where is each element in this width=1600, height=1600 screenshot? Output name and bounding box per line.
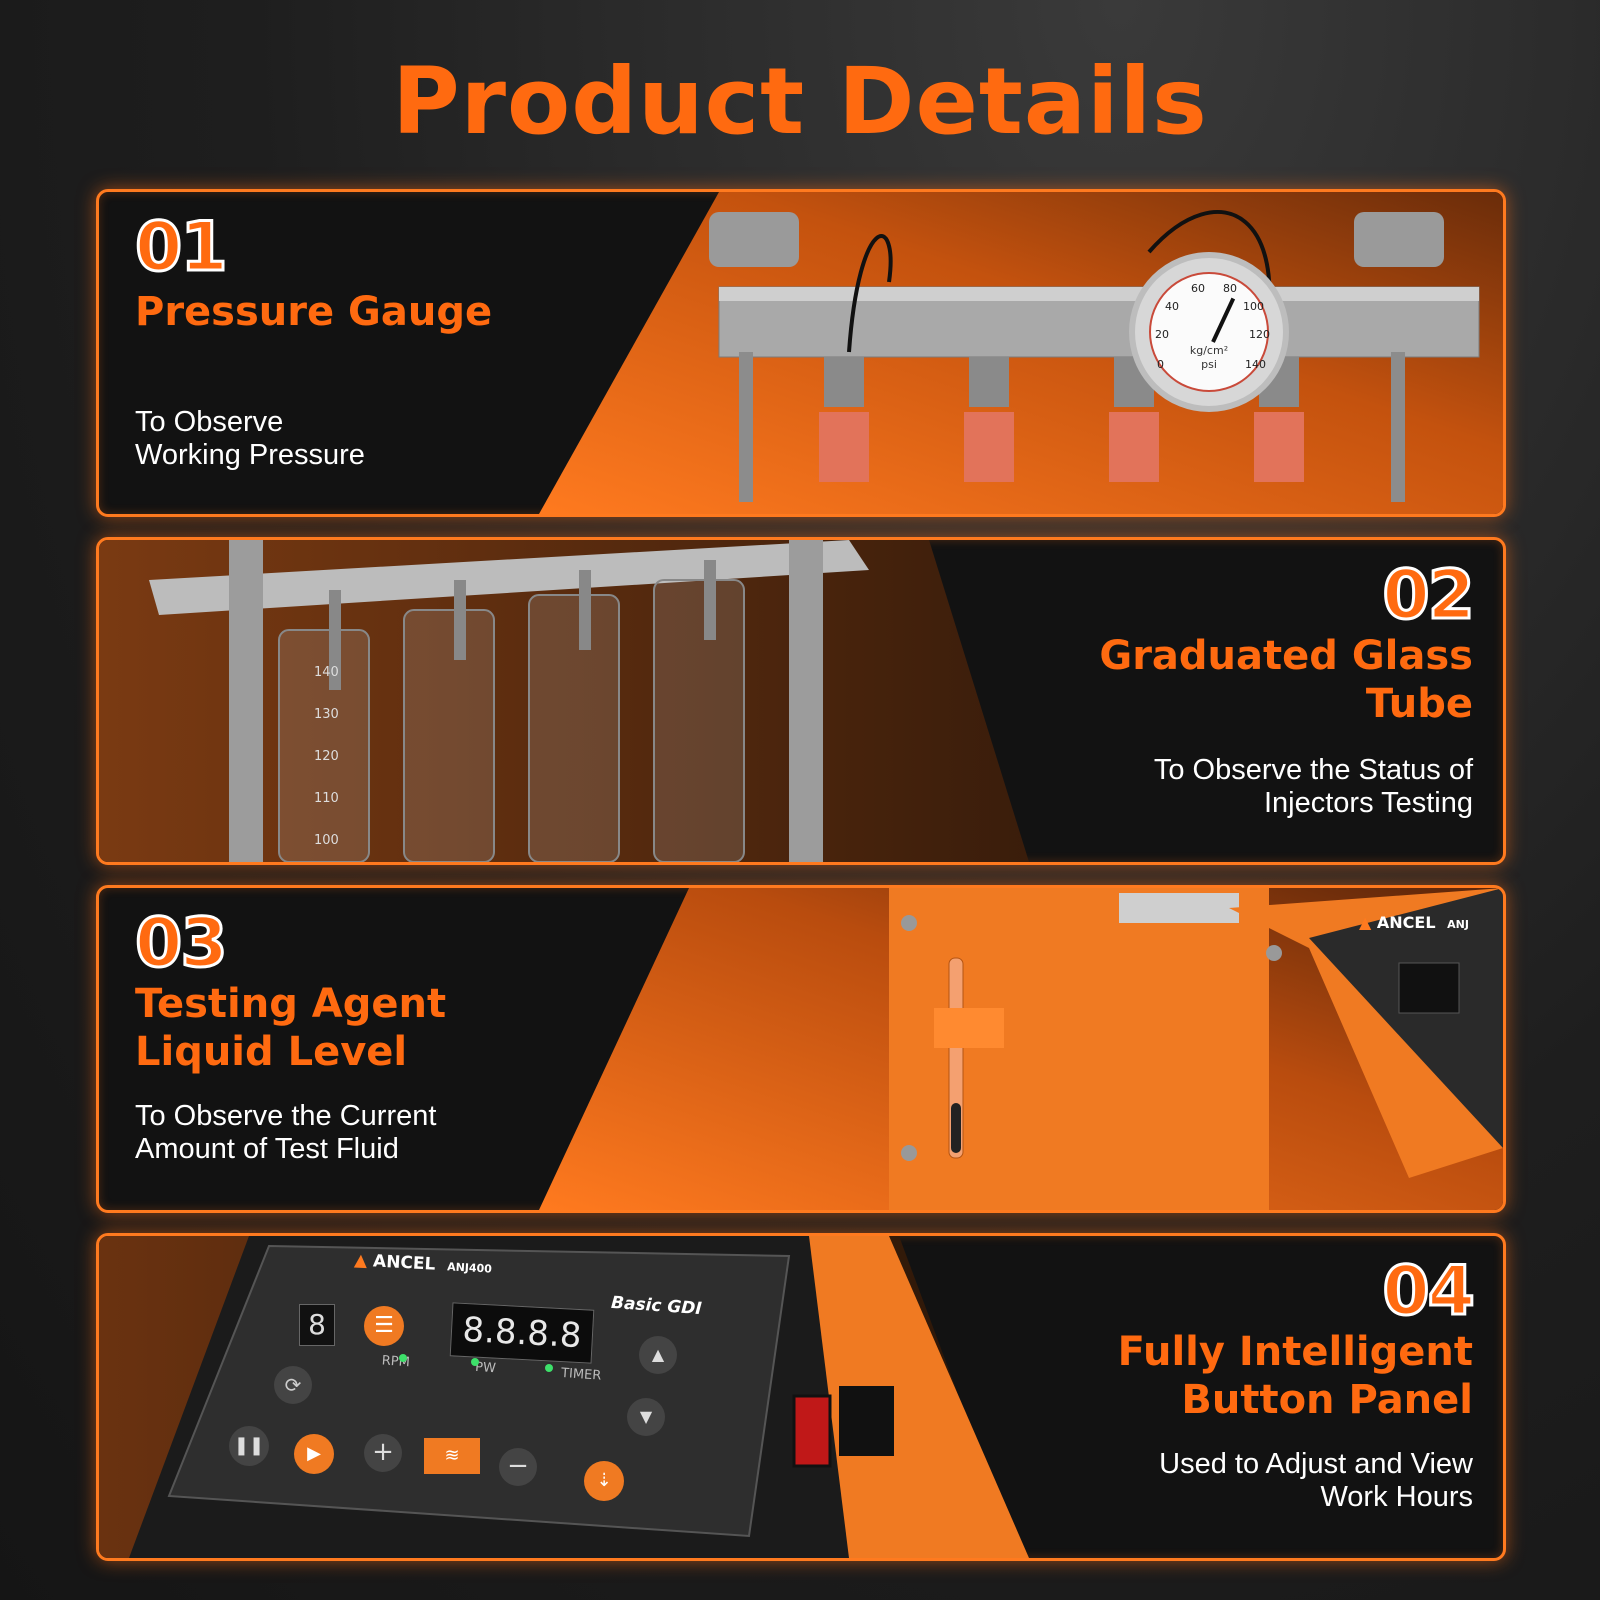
tube-scale-label: 130 — [314, 707, 339, 722]
feature-number: 04 — [1381, 1252, 1477, 1331]
four-digit-display: 8.8.8.8 — [449, 1302, 595, 1364]
brand-logo-text: ▲ ANCEL ANJ — [1359, 913, 1469, 932]
gauge-tick: 0 — [1157, 358, 1164, 371]
start-button[interactable]: ▶ — [294, 1434, 334, 1474]
feature-number: 03 — [134, 904, 230, 983]
page-title: Product Details — [392, 48, 1208, 155]
tube-scale-label: 140 — [314, 665, 339, 680]
list-icon: ☰ — [374, 1313, 394, 1338]
minus-button[interactable]: − — [499, 1448, 537, 1486]
feature-panel-button-panel: ▲ ANCEL ANJ400 Basic GDI 8 ☰ 8.8.8.8 ⟳ ❚… — [96, 1233, 1506, 1561]
gauge-tick: 20 — [1155, 328, 1169, 341]
cycle-button[interactable]: ⟳ — [274, 1366, 312, 1404]
indicator-led — [471, 1358, 479, 1366]
refresh-icon: ⟳ — [284, 1373, 302, 1397]
tube-scale-label: 110 — [314, 791, 339, 806]
feature-panel-pressure-gauge: kg/cm² psi 0 20 40 60 80 100 120 140 01 … — [96, 189, 1506, 517]
settings-button[interactable]: ≋ — [424, 1438, 480, 1474]
down-button[interactable]: ▼ — [627, 1398, 665, 1436]
feature-description: Used to Adjust and View Work Hours — [1159, 1448, 1473, 1513]
pause-icon: ❚❚ — [233, 1435, 265, 1456]
tube-scale-label: 100 — [314, 833, 339, 848]
gauge-tick: 40 — [1165, 300, 1179, 313]
feature-heading: Fully Intelligent Button Panel — [1117, 1329, 1473, 1423]
warning-triangle-icon: ▲ — [353, 1250, 368, 1272]
gauge-unit-psi: psi — [1201, 358, 1217, 371]
sliders-icon: ≋ — [444, 1445, 460, 1466]
gauge-tick: 140 — [1245, 358, 1266, 371]
tube-scale: 140 130 120 110 100 — [314, 652, 339, 862]
indicator-timer: TIMER — [560, 1365, 602, 1384]
flush-button[interactable]: ⇣ — [584, 1461, 624, 1501]
feature-heading: Pressure Gauge — [135, 289, 493, 335]
feature-heading: Graduated Glass Tube — [1099, 633, 1473, 727]
gauge-tick: 120 — [1249, 328, 1270, 341]
triangle-up-icon: ▲ — [651, 1345, 665, 1364]
triangle-down-icon: ▼ — [639, 1407, 653, 1426]
nozzle-icon: ⇣ — [596, 1470, 612, 1491]
feature-panel-liquid-level: ▲ ANCEL ANJ 03 Testing Agent Liquid Leve… — [96, 885, 1506, 1213]
tank-side-image — [889, 888, 1503, 1210]
feature-description: To Observe the Current Amount of Test Fl… — [135, 1100, 437, 1165]
pressure-gauge-dial: kg/cm² psi 0 20 40 60 80 100 120 140 — [1129, 252, 1289, 412]
gauge-tick: 60 — [1191, 282, 1205, 295]
indicator-led — [399, 1354, 407, 1362]
up-button[interactable]: ▲ — [639, 1336, 677, 1374]
gauge-tick: 80 — [1223, 282, 1237, 295]
feature-number: 02 — [1381, 556, 1477, 635]
feature-panel-glass-tube: 140 130 120 110 100 02 Graduated Glass T… — [96, 537, 1506, 865]
gauge-unit-kg: kg/cm² — [1189, 344, 1229, 357]
gauge-tick: 100 — [1243, 300, 1264, 313]
feature-description: To Observe the Status of Injectors Testi… — [1153, 754, 1473, 819]
warning-triangle-icon: ▲ — [1359, 913, 1372, 932]
pause-button[interactable]: ❚❚ — [229, 1426, 269, 1466]
indicator-led — [545, 1364, 553, 1372]
play-icon: ▶ — [307, 1443, 321, 1464]
single-digit-display: 8 — [299, 1304, 335, 1346]
feature-heading: Testing Agent Liquid Level — [135, 981, 447, 1075]
injector-rail-image — [709, 210, 1480, 502]
plus-icon: + — [372, 1437, 394, 1467]
feature-description: To Observe Working Pressure — [135, 406, 365, 471]
minus-icon: − — [507, 1451, 529, 1481]
plus-button[interactable]: + — [364, 1434, 402, 1472]
tube-scale-label: 120 — [314, 749, 339, 764]
feature-number: 01 — [134, 208, 230, 287]
glass-tubes-image — [149, 540, 869, 862]
menu-button[interactable]: ☰ — [364, 1306, 404, 1346]
